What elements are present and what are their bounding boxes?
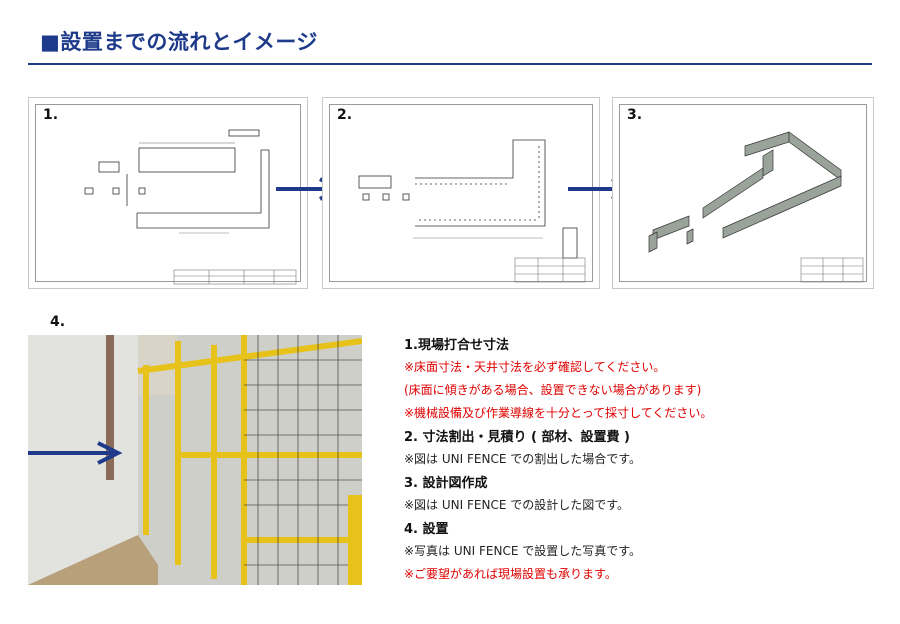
step-3-title: 3. 設計図作成 bbox=[404, 476, 488, 491]
step-4: 4. 設置 ※写真は UNI FENCE で設置した写真です。 ※ご要望があれば… bbox=[404, 520, 884, 586]
step-2: 2. 寸法割出・見積り ( 部材、設置費 ) ※図は UNI FENCE での割… bbox=[404, 428, 884, 471]
step-4-title: 4. 設置 bbox=[404, 522, 449, 537]
step-2-note-1: ※図は UNI FENCE での割出した場合です。 bbox=[404, 452, 642, 466]
step-1-title: 1.現場打合せ寸法 bbox=[404, 338, 509, 353]
step-1-note-3: ※機械設備及び作業導線を十分とって採寸してください。 bbox=[404, 406, 713, 420]
installation-photo bbox=[28, 335, 362, 585]
plan-drawing-1 bbox=[84, 129, 297, 285]
title-underline bbox=[28, 63, 872, 65]
plan-drawing-2 bbox=[358, 139, 586, 283]
step-3-note-1: ※図は UNI FENCE での設計した図です。 bbox=[404, 498, 630, 512]
steps-list: 1.現場打合せ寸法 ※床面寸法・天井寸法を必ず確認してください。 (床面に傾きが… bbox=[404, 336, 884, 586]
step-1: 1.現場打合せ寸法 ※床面寸法・天井寸法を必ず確認してください。 (床面に傾きが… bbox=[404, 336, 884, 425]
step-3: 3. 設計図作成 ※図は UNI FENCE での設計した図です。 bbox=[404, 474, 884, 517]
step-4-label: 4. bbox=[50, 314, 66, 330]
panel-2-label: 2. bbox=[337, 107, 353, 123]
step-4-note-2: ※ご要望があれば現場設置も承ります。 bbox=[404, 567, 617, 581]
drawing-panel-1: 1. bbox=[28, 97, 308, 289]
panel-3-label: 3. bbox=[627, 107, 643, 123]
drawing-panel-3: 3. bbox=[612, 97, 874, 289]
drawing-panel-2: 2. bbox=[322, 97, 600, 289]
page-title: ■設置までの流れとイメージ bbox=[40, 30, 318, 54]
panel-1-label: 1. bbox=[43, 107, 59, 123]
isometric-drawing-3 bbox=[648, 131, 864, 283]
step-2-title: 2. 寸法割出・見積り ( 部材、設置費 ) bbox=[404, 430, 630, 445]
step-1-note-1: ※床面寸法・天井寸法を必ず確認してください。 bbox=[404, 360, 666, 374]
step-4-note-1: ※写真は UNI FENCE で設置した写真です。 bbox=[404, 544, 642, 558]
step-1-note-2: (床面に傾きがある場合、設置できない場合があります) bbox=[404, 383, 702, 397]
